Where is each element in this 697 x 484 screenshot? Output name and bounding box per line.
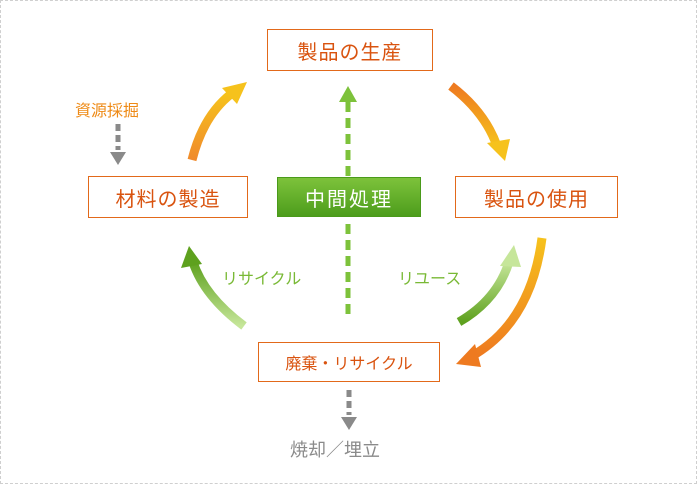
- arrow-reuse: [456, 245, 521, 326]
- node-product-production: 製品の生産: [267, 29, 433, 71]
- arrow-disposal-to-final: [341, 390, 357, 430]
- node-product-use: 製品の使用: [455, 176, 618, 218]
- arrow-use-to-disposal: [456, 237, 547, 367]
- label-resource-extraction: 資源採掘: [75, 101, 140, 120]
- arrow-materials-to-production: [187, 82, 247, 162]
- label-recycle: リサイクル: [222, 269, 302, 288]
- node-intermediate-processing: 中間処理: [277, 177, 421, 217]
- arrow-intermediate: [339, 86, 357, 314]
- node-disposal-recycle: 廃棄・リサイクル: [258, 342, 440, 382]
- label-incineration-landfill: 焼却／埋立: [290, 440, 380, 461]
- arrow-production-to-use: [448, 82, 510, 161]
- arrow-recycle: [181, 246, 247, 330]
- label-reuse: リユース: [398, 269, 462, 288]
- arrow-resource-to-materials: [110, 124, 126, 165]
- node-material-manufacturing: 材料の製造: [88, 176, 248, 218]
